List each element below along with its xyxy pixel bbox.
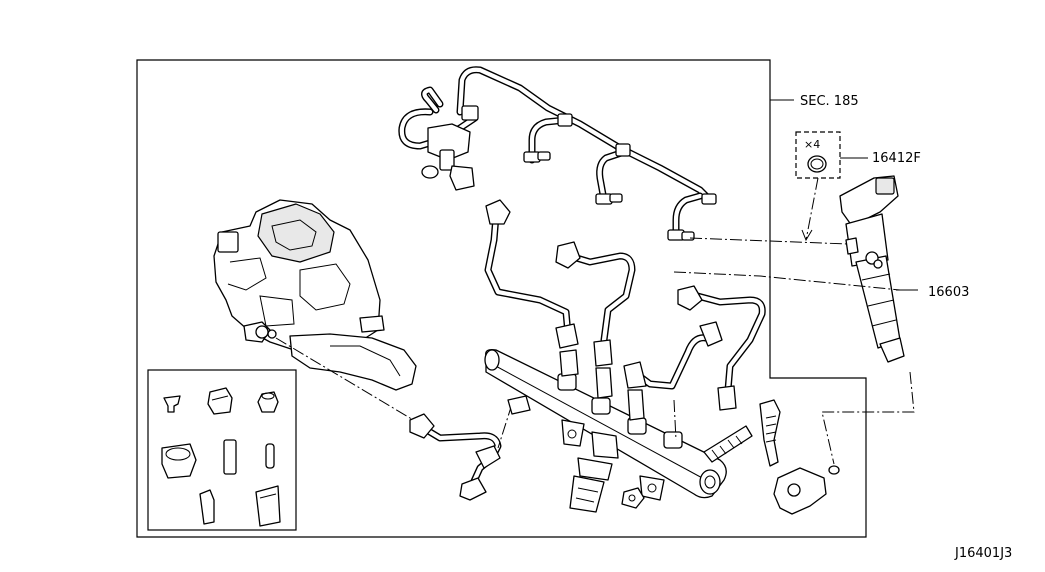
common-rail — [484, 348, 727, 513]
sec-reference-label: SEC. 185 — [800, 94, 859, 109]
diagram-id: J16401J3 — [954, 546, 1012, 561]
o-ring-callout: ×4 — [795, 131, 868, 242]
main-frame — [136, 59, 867, 538]
small-parts-inset — [147, 369, 297, 531]
o-ring-icon — [807, 155, 827, 173]
part-number-16412f: 16412F — [872, 151, 921, 166]
quantity-text: ×4 — [804, 138, 820, 151]
fuel-injector — [839, 175, 905, 363]
leader-injector-return — [689, 237, 849, 245]
pump-to-rail-pipe — [275, 337, 531, 501]
part-number-16603: 16603 — [928, 285, 969, 300]
return-hose-harness — [398, 66, 717, 241]
injector-clamp-and-bolts — [703, 371, 915, 515]
high-pressure-fuel-pump — [213, 199, 417, 391]
injection-pipes — [484, 199, 766, 441]
leader-16603 — [673, 271, 901, 291]
